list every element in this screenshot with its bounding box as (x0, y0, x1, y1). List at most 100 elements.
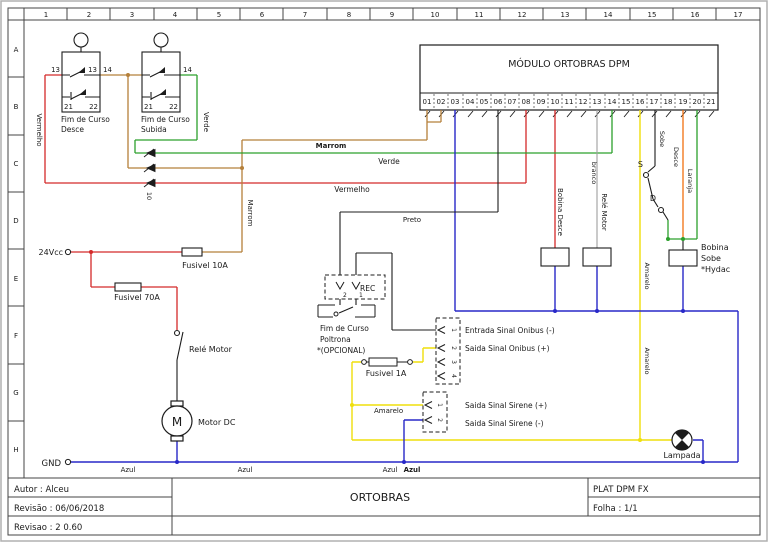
svg-text:02: 02 (437, 98, 446, 106)
ruler-col: 10 (431, 11, 440, 19)
svg-text:07: 07 (508, 98, 517, 106)
svg-text:11: 11 (565, 98, 574, 106)
svg-text:03: 03 (451, 98, 460, 106)
ruler-columns: 1 2 3 4 5 6 7 8 9 10 11 12 13 14 15 16 1… (44, 11, 743, 19)
svg-text:05: 05 (480, 98, 489, 106)
label-gauge-10: 10 (145, 192, 153, 200)
coil-bobina-desce (540, 247, 570, 267)
title-empresa: ORTOBRAS (350, 491, 410, 504)
fim-curso-poltrona-switch (317, 304, 376, 318)
junction-dots-amarelo (350, 403, 642, 442)
junction-dots-verde (666, 237, 685, 241)
ruler-col: 7 (303, 11, 307, 19)
label-saida-sirene-neg: Saida Sinal Sirene (-) (465, 419, 544, 428)
fuse-1a (361, 357, 413, 367)
label-bobina-sobe-1: Bobina (701, 243, 729, 252)
svg-text:10: 10 (551, 98, 560, 106)
coil-rele-motor (582, 247, 612, 267)
label-desce: Desce (672, 147, 680, 167)
wire-labels: Vermelho Verde Marrom 10 Marrom Verde Ve… (35, 112, 694, 474)
rec-pin-1: 1 (359, 292, 363, 299)
junction-dots-vermelho (89, 250, 93, 254)
ruler-row: D (13, 217, 18, 225)
svg-text:06: 06 (494, 98, 503, 106)
terminal-24vcc (64, 248, 72, 256)
connector-sirene (422, 391, 448, 433)
limit-switch-desce (61, 32, 101, 113)
svg-text:17: 17 (650, 98, 659, 106)
label-poltrona-3: *(OPCIONAL) (317, 346, 365, 355)
ruler-col: 4 (173, 11, 178, 19)
wire-net-preto (176, 110, 684, 401)
title-autor: Autor : Alceu (14, 485, 69, 495)
fuse-10a (181, 247, 203, 257)
label-rele-motor: Relé Motor (189, 344, 233, 354)
label-fusivel-1a: Fusivel 1A (366, 369, 407, 378)
label-fusivel-70a: Fusivel 70A (114, 293, 160, 302)
motor-dc (161, 400, 193, 442)
svg-text:15: 15 (622, 98, 631, 106)
svg-text:13: 13 (593, 98, 602, 106)
label-rec: REC (360, 284, 375, 293)
label-saida-sirene-pos: Saida Sinal Sirene (+) (465, 401, 547, 410)
svg-text:16: 16 (636, 98, 645, 106)
label-gnd: GND (42, 459, 62, 469)
svg-text:2: 2 (436, 418, 443, 422)
title-block: Autor : Alceu Revisão : 06/06/2018 Revis… (14, 485, 649, 533)
label-t13: 13 (51, 66, 60, 74)
rec-pin-2: 2 (343, 292, 347, 299)
label-marrom-h: Marrom (316, 142, 347, 150)
svg-text:09: 09 (537, 98, 546, 106)
label-azul-1: Azul (121, 466, 136, 474)
label-azul-bold: Azul (404, 466, 421, 474)
ruler-col: 5 (217, 11, 221, 19)
svg-text:14: 14 (608, 98, 617, 106)
label-fim-curso-desce-2: Desce (61, 125, 84, 134)
ruler-col: 11 (475, 11, 484, 19)
wire-net-marrom (100, 74, 442, 253)
ruler-rows: A B C D E F G H (13, 46, 18, 454)
module-terminal-numbers: 01 02 03 04 05 06 07 08 09 10 11 12 13 1… (423, 98, 716, 106)
label-switch-s: S (638, 160, 643, 169)
coil-bobina-sobe (668, 249, 698, 267)
ruler-col: 15 (648, 11, 657, 19)
switch-s-sobe (642, 165, 656, 200)
svg-text:1: 1 (450, 328, 457, 332)
switch-d-desce (652, 198, 669, 221)
label-bobina-sobe-2: Sobe (701, 254, 721, 263)
svg-text:1: 1 (436, 403, 443, 407)
wire-net-amarelo (351, 110, 672, 441)
ruler-col: 16 (691, 11, 700, 19)
label-fim-curso-subida-1: Fim de Curso (141, 115, 190, 124)
label-t22: 22 (89, 103, 98, 111)
inline-connector-icons (143, 148, 156, 188)
label-t14: 14 (183, 66, 192, 74)
ruler-row: F (14, 332, 18, 340)
label-amarelo-v2: Amarelo (643, 347, 651, 374)
ruler-col: 14 (604, 11, 613, 19)
svg-text:20: 20 (693, 98, 702, 106)
ruler-col: 9 (390, 11, 394, 19)
label-fusivel-10a: Fusivel 10A (182, 261, 228, 270)
junction-dots-marrom (126, 73, 244, 170)
svg-text:4: 4 (450, 374, 457, 378)
label-verde-h: Verde (378, 157, 400, 166)
ruler-col: 17 (734, 11, 743, 19)
fuse-70a (114, 282, 142, 292)
label-branco: branco (590, 162, 598, 184)
svg-text:18: 18 (664, 98, 673, 106)
component-labels: 13 13 14 21 22 Fim de Curso Desce 14 21 … (39, 66, 731, 469)
label-bobina-desce: Bobina Desce (556, 188, 564, 236)
label-vermelho-v: Vermelho (35, 113, 43, 146)
label-t21: 21 (144, 103, 153, 111)
ruler-row: G (13, 389, 18, 397)
ruler-row: C (14, 160, 19, 168)
svg-text:2: 2 (450, 346, 457, 350)
dpm-module: MÓDULO ORTOBRAS DPM 01 02 03 04 05 06 07… (419, 44, 719, 118)
connector-onibus (435, 317, 461, 385)
label-amarelo-h: Amarelo (374, 407, 403, 415)
label-poltrona-1: Fim de Curso (320, 324, 369, 333)
ruler-col: 13 (561, 11, 570, 19)
title-folha: Folha : 1/1 (593, 504, 638, 514)
